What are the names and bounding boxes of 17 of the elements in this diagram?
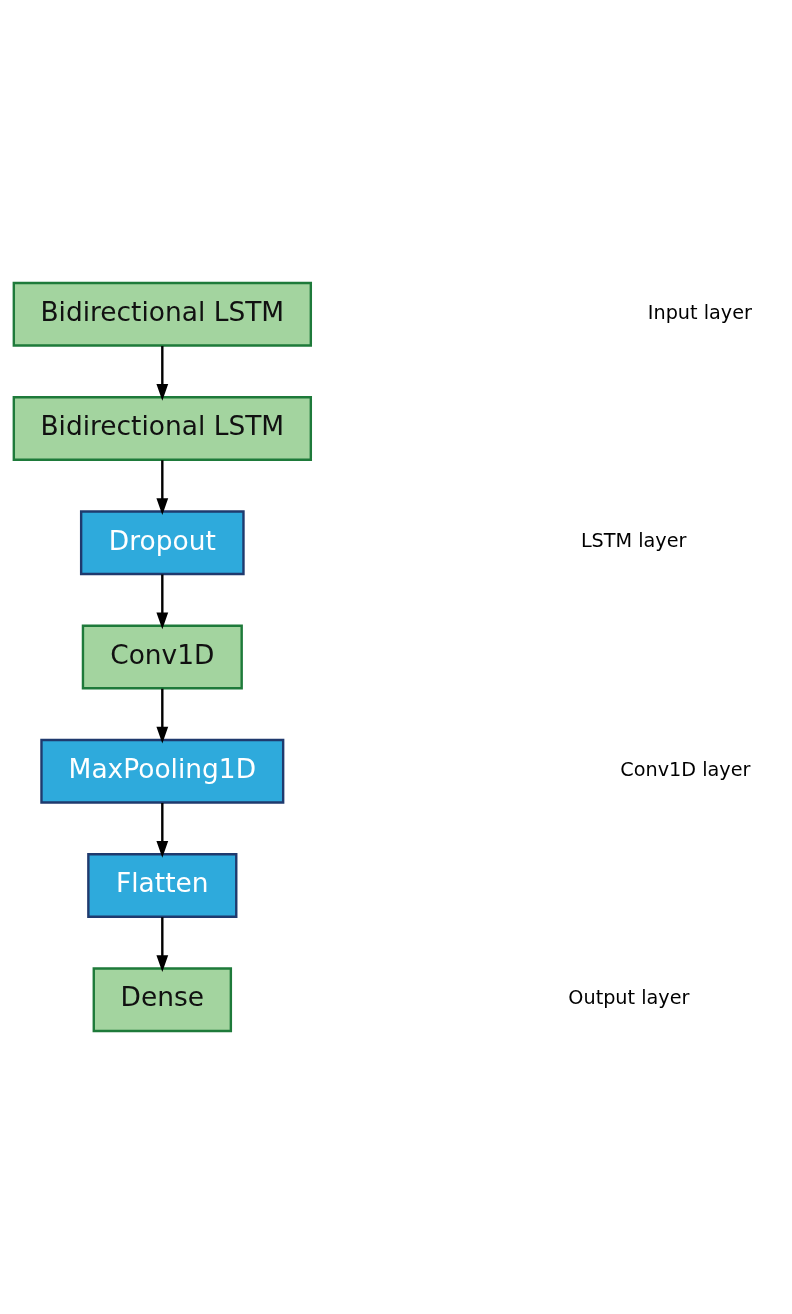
node-box: Flatten [86, 853, 237, 918]
node-box: Bidirectional LSTM [12, 281, 312, 347]
node-box: Conv1D [81, 624, 243, 690]
node-box: Bidirectional LSTM [12, 396, 312, 461]
arrow [155, 917, 168, 972]
label: Output layer [567, 986, 689, 1010]
label: Input layer [647, 300, 752, 324]
label: Conv1D layer [619, 757, 750, 781]
arrow [155, 346, 168, 401]
arrow [155, 803, 168, 858]
arrow [155, 460, 168, 516]
node-box: Dense [92, 967, 232, 1033]
node-box: MaxPooling1D [39, 738, 284, 804]
arrow [155, 574, 168, 630]
arrow [155, 688, 168, 744]
label: LSTM layer [580, 529, 686, 553]
node-box: Dropout [79, 510, 245, 576]
